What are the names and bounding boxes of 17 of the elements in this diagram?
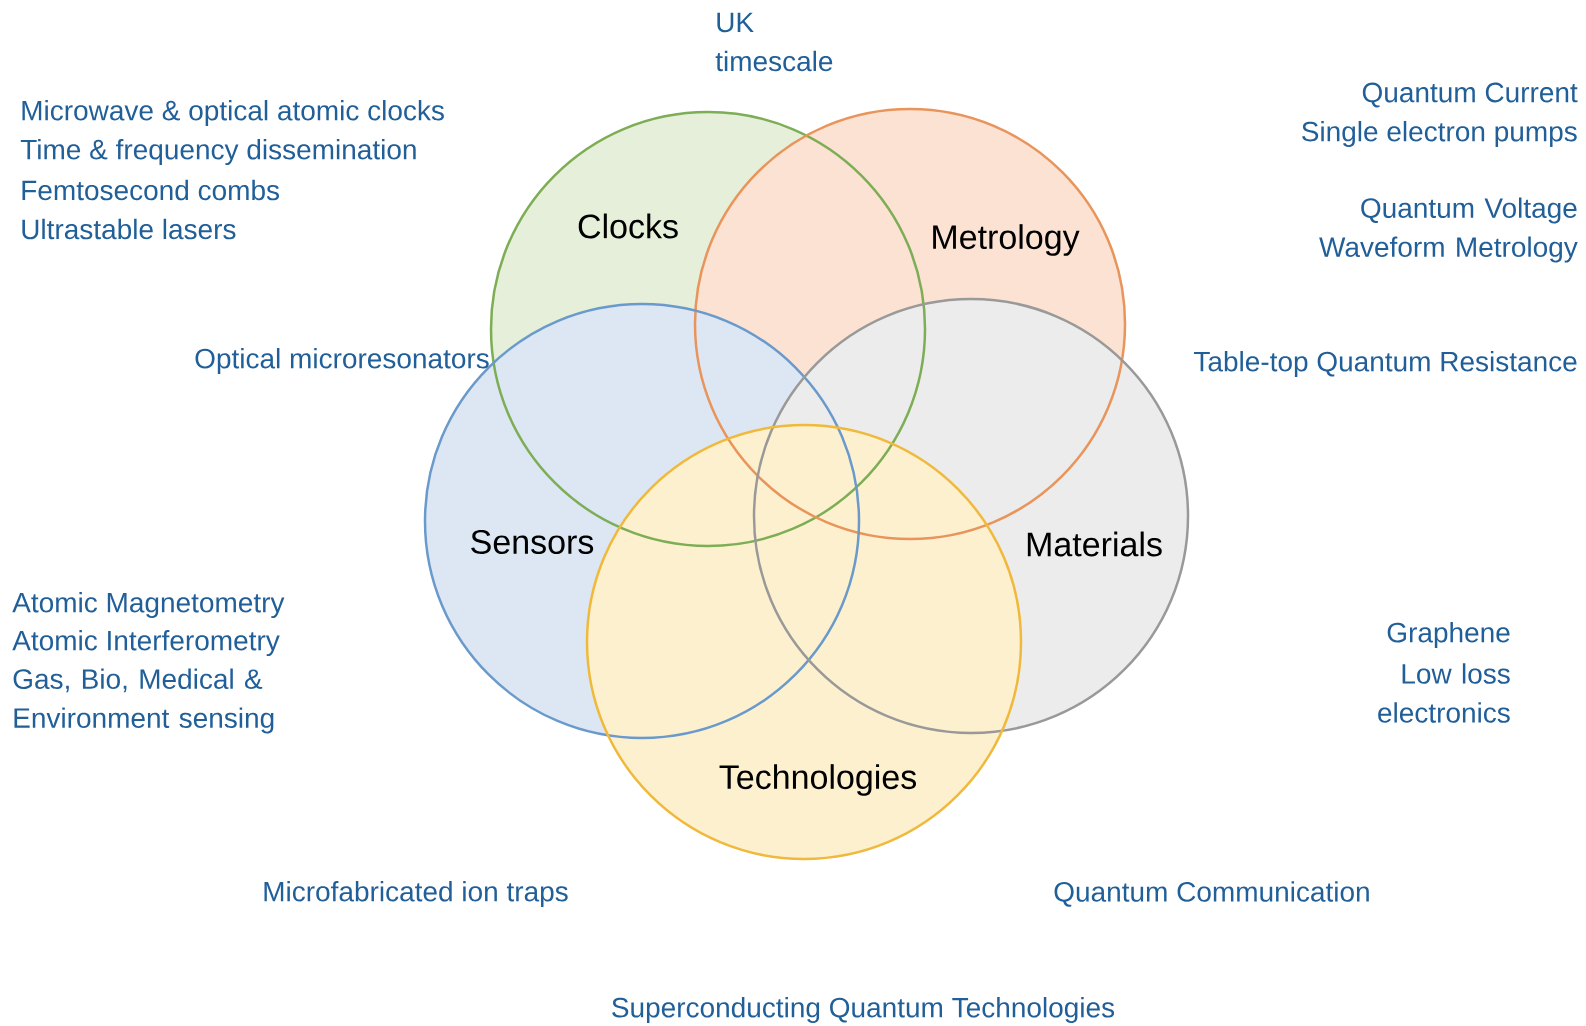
topic-label: Single electron pumps xyxy=(1302,120,1577,148)
topic-label: Superconducting Quantum Technologies xyxy=(612,996,1115,1024)
topic-label: UK timescale xyxy=(715,12,833,72)
topic-label: Microwave & optical atomic clocks xyxy=(22,99,444,127)
topic-label: Femtosecond combs xyxy=(22,179,280,201)
topic-label: Quantum Current xyxy=(1362,82,1578,108)
topic-label: Time & frequency dissemination xyxy=(20,138,416,166)
topic-label: Gas, Bio, Medical & Environment sensing xyxy=(13,668,274,734)
topic-label: Low loss electronics xyxy=(1378,663,1510,723)
topic-label: Graphene xyxy=(1387,621,1510,649)
topic-label: Quantum Voltage Waveform Metrology xyxy=(1319,197,1578,263)
topic-label: Atomic Magnetometry xyxy=(12,591,285,619)
topic-label: Microfabricated ion traps xyxy=(264,880,568,908)
topic-label: Ultrastable lasers xyxy=(22,218,236,240)
topic-label: Table-top Quantum Resistance xyxy=(1194,350,1577,378)
topic-label: Quantum Communication xyxy=(1054,881,1369,907)
topic-label: Atomic Interferometry xyxy=(12,629,280,657)
